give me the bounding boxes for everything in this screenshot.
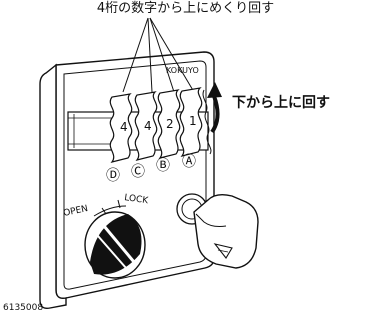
dial-a-letter: Ⓐ (182, 154, 196, 170)
dial-a-digit: 1 (189, 114, 197, 128)
product-code: 6135008 (3, 303, 44, 313)
knob-icon[interactable] (84, 211, 146, 279)
dial-c[interactable] (134, 91, 158, 161)
dial-c-letter: Ⓒ (131, 164, 145, 180)
dial-d-digit: 4 (120, 120, 128, 134)
brand-label: KOKUYO (166, 66, 199, 75)
lock-label: LOCK (124, 193, 150, 206)
dial-a[interactable] (179, 87, 203, 157)
dial-b-digit: 2 (166, 117, 174, 131)
dial-b-letter: Ⓑ (156, 158, 170, 174)
arrow-up-icon (207, 82, 222, 134)
dial-d[interactable] (109, 93, 133, 163)
callout-lines (122, 17, 195, 93)
dial-c-digit: 4 (144, 119, 152, 133)
rotate-instruction: 下から上に回す (232, 95, 330, 111)
lock-plate-side (39, 63, 67, 310)
top-caption: 4桁の数字から上にめくり回す (96, 1, 275, 16)
dial-d-letter: Ⓓ (106, 168, 120, 184)
dial-b[interactable] (157, 89, 181, 159)
lock-plate-inner-edge (63, 60, 207, 290)
key-icon[interactable] (193, 193, 259, 269)
